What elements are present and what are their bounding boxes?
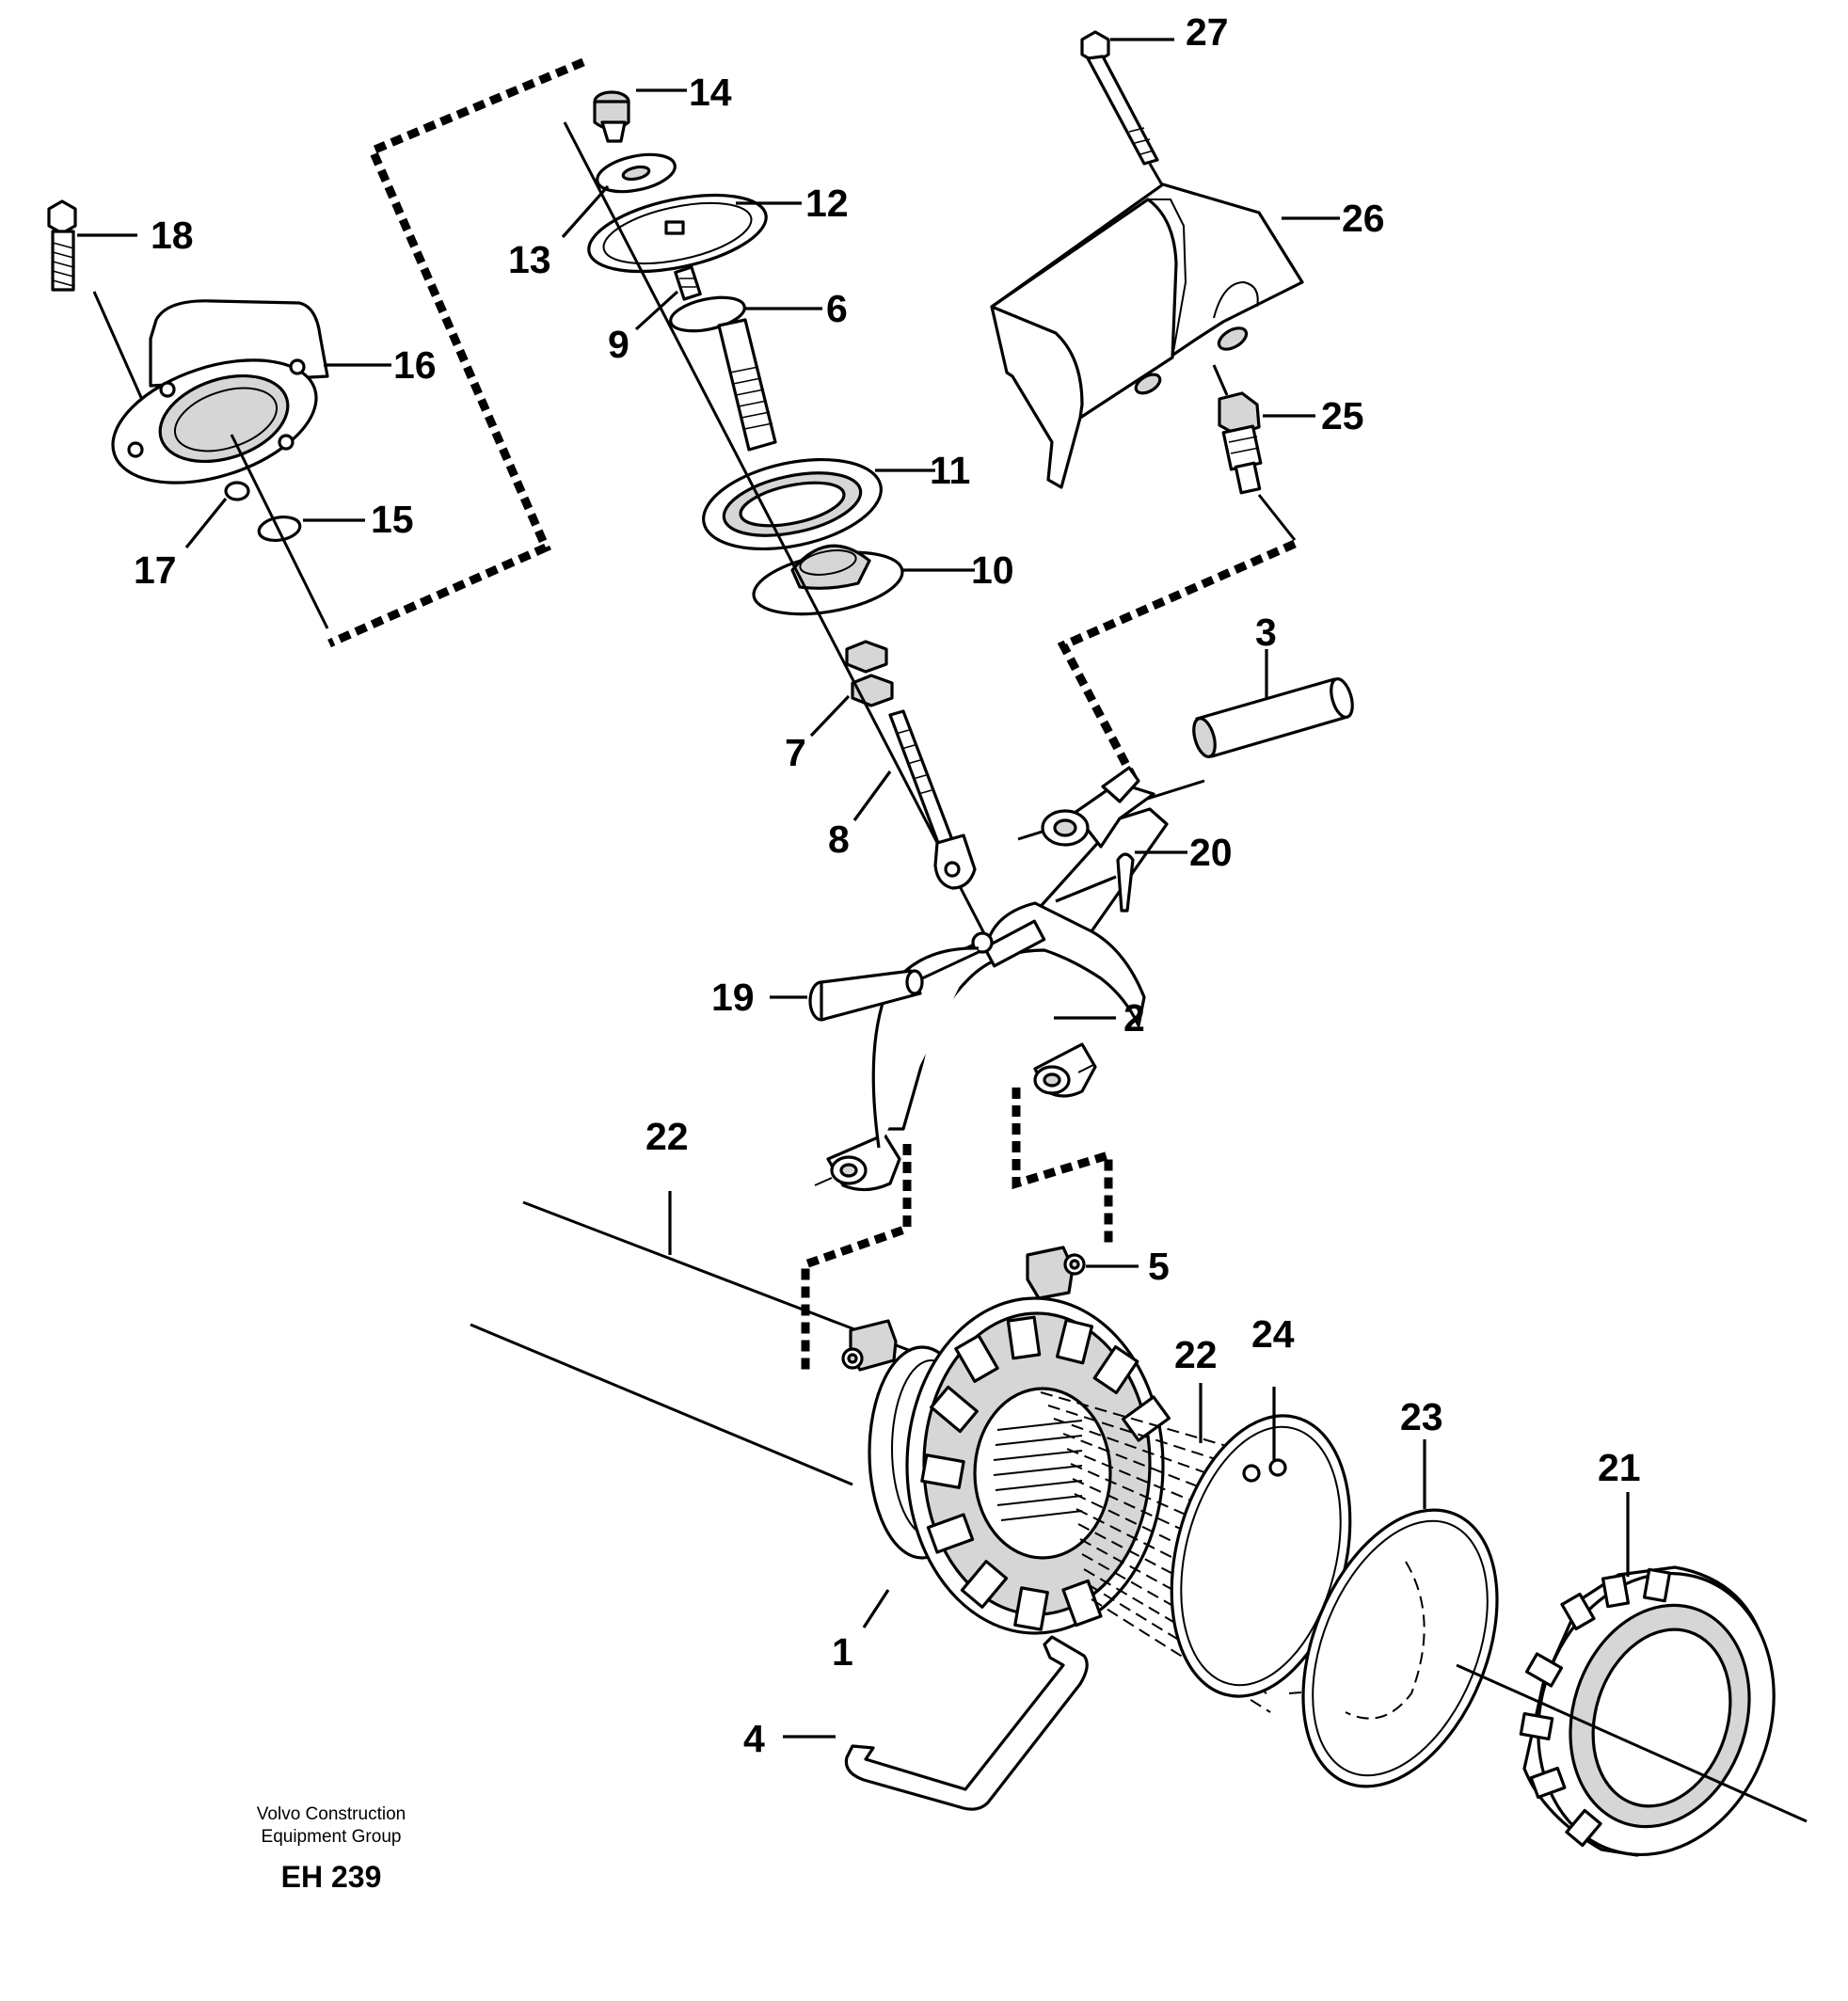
part-20-cotter-pin — [1055, 850, 1187, 913]
callout-1: 1 — [832, 1630, 853, 1674]
part-3-shaft — [1192, 649, 1354, 758]
callout-labels: 27 14 12 13 26 18 6 9 16 25 11 15 17 10 … — [134, 10, 1641, 1760]
callout-6: 6 — [826, 287, 848, 330]
part-22-main-shaft — [470, 1191, 912, 1486]
connector-dashed-right — [1057, 539, 1297, 787]
callout-9: 9 — [608, 323, 629, 366]
callout-14: 14 — [689, 71, 732, 114]
part-4-detent-spring — [783, 1635, 1089, 1811]
part-21-shift-sleeve — [1519, 1492, 1776, 1857]
part-2-shift-fork — [814, 766, 1169, 1192]
callout-5: 5 — [1148, 1245, 1170, 1288]
callout-12: 12 — [805, 182, 849, 225]
part-14-breather-cap — [593, 88, 687, 143]
callout-27: 27 — [1186, 10, 1229, 54]
callout-11: 11 — [930, 449, 970, 492]
part-27-bolt — [1080, 30, 1174, 200]
company-line-2: Equipment Group — [262, 1827, 402, 1847]
part-13-washer — [561, 152, 677, 239]
callout-21: 21 — [1598, 1446, 1641, 1489]
callout-24: 24 — [1251, 1312, 1295, 1356]
drawing-code: EH 239 — [281, 1860, 382, 1894]
part-7-nuts — [809, 640, 894, 738]
sleeve-teeth — [1519, 1567, 1672, 1848]
part-25-sensor-switch — [1212, 364, 1315, 541]
callout-3: 3 — [1255, 611, 1277, 654]
part-24-snap-ring — [1170, 1387, 1352, 1698]
part-19-pin — [770, 950, 980, 1022]
axis-sleeve — [1456, 1663, 1808, 1823]
callout-10: 10 — [971, 548, 1014, 592]
callout-18: 18 — [151, 214, 194, 257]
part-22-shift-block — [841, 1319, 898, 1372]
callout-25: 25 — [1321, 394, 1364, 437]
part-6-piston-rod — [669, 295, 822, 452]
callout-20: 20 — [1189, 831, 1233, 874]
part-16-cover-housing — [111, 299, 391, 484]
callout-2: 2 — [1123, 996, 1145, 1040]
callout-16: 16 — [393, 343, 437, 387]
axis-piston-stack — [563, 121, 992, 945]
callout-22-lower: 22 — [1174, 1333, 1218, 1376]
part-26-guard-cover — [990, 183, 1340, 489]
part-17-plug — [184, 481, 250, 549]
callout-22-top: 22 — [645, 1115, 689, 1158]
callout-4: 4 — [743, 1717, 765, 1760]
part-5-shift-block — [1026, 1246, 1139, 1300]
synchro-splines — [993, 1420, 1083, 1521]
footer-block: Volvo Construction Equipment Group EH 23… — [257, 1804, 406, 1894]
part-11-seal-ring — [702, 457, 935, 551]
part-10-piston-seal — [752, 544, 975, 616]
callout-19: 19 — [711, 976, 755, 1019]
part-8-adjusting-rod — [852, 709, 977, 890]
company-line-1: Volvo Construction — [257, 1804, 406, 1824]
callout-17: 17 — [134, 548, 177, 592]
part-23-ring — [1301, 1439, 1499, 1788]
part-9-spring-pin — [634, 265, 702, 331]
callout-8: 8 — [828, 818, 850, 861]
connectors-fork-to-blocks — [801, 1088, 1113, 1372]
part-18-bolt — [47, 199, 149, 411]
callout-7: 7 — [785, 731, 806, 774]
callout-26: 26 — [1342, 197, 1385, 240]
synchro-dogs — [920, 1315, 1171, 1631]
callout-23: 23 — [1400, 1395, 1443, 1438]
callout-15: 15 — [371, 498, 414, 541]
part-15-o-ring — [230, 434, 365, 629]
callout-13: 13 — [508, 238, 551, 281]
part-1-synchronizer-hub — [862, 1296, 1171, 1635]
connector-dashed-left — [327, 57, 585, 648]
